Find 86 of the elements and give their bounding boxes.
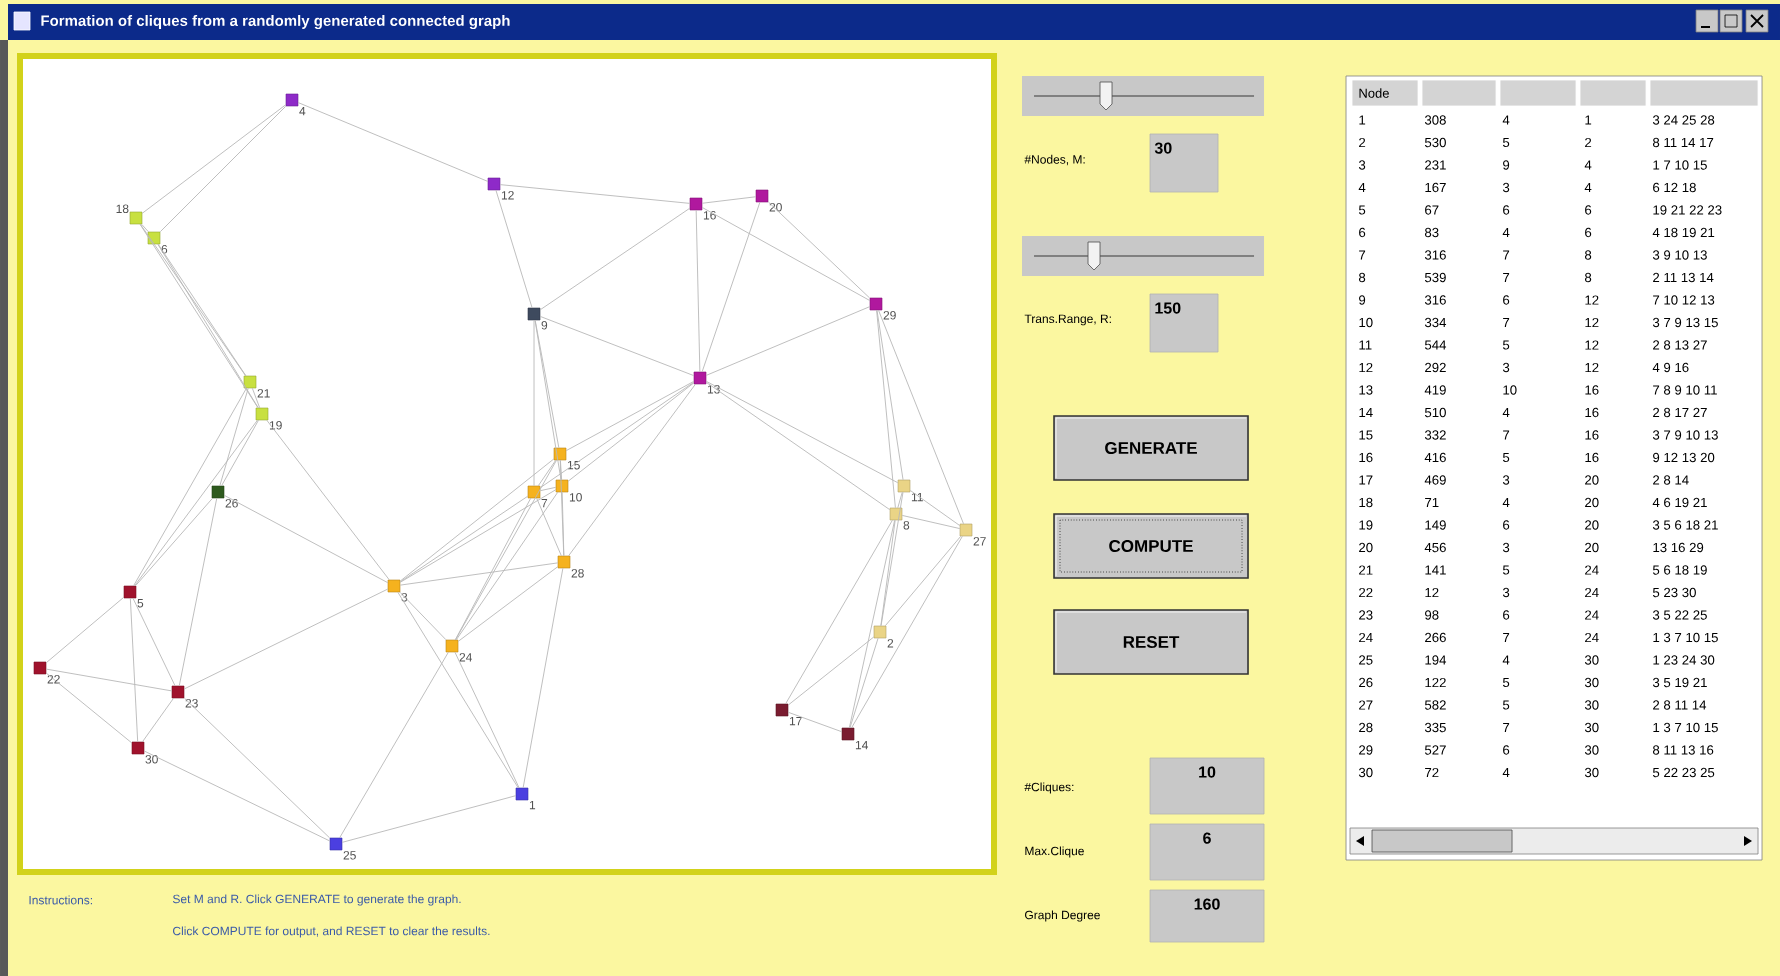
edge-line [141, 223, 149, 233]
edge-line [705, 306, 871, 376]
edge-line [141, 104, 287, 214]
edge-line [909, 490, 961, 526]
edge-line [695, 209, 701, 373]
value-field: 150 [1149, 293, 1219, 353]
edge-line [568, 383, 696, 557]
edge-line [559, 459, 565, 557]
edge-line [143, 750, 331, 842]
edge-line [399, 591, 447, 641]
edge-line [339, 651, 449, 839]
edge-line [157, 243, 247, 377]
edge-line [399, 489, 557, 583]
edge-line [701, 196, 757, 204]
edge-line [848, 519, 896, 729]
edge-line [135, 497, 213, 587]
edge-line [880, 519, 896, 627]
edge-line [132, 597, 176, 687]
edge-line [397, 591, 519, 789]
edge-line [221, 419, 259, 487]
edge-line [534, 319, 560, 449]
edge-line [399, 562, 559, 586]
edge-line [499, 184, 691, 204]
edge-line [705, 381, 891, 511]
edge-line [767, 201, 871, 299]
edge-line [897, 491, 903, 509]
edge-line [139, 223, 247, 377]
edge-line [183, 697, 331, 839]
edge-line [785, 519, 893, 705]
edge-line [495, 189, 533, 309]
edge-line [701, 201, 761, 373]
push-button: COMPUTE [1053, 513, 1249, 579]
edge-line [341, 795, 517, 843]
edge-line [251, 387, 261, 409]
push-button: RESET [1053, 609, 1249, 675]
edge-line [399, 495, 529, 583]
edge-line [539, 316, 695, 377]
edge-line [884, 535, 962, 627]
edge-line [787, 711, 843, 733]
edge-line [539, 207, 691, 311]
value-field: 30 [1149, 133, 1219, 193]
edge-line [159, 105, 287, 233]
edge-line [787, 636, 875, 706]
value-field: 10 [1149, 757, 1265, 815]
edge-line [537, 459, 557, 487]
edge-line [522, 567, 564, 789]
edge-line [455, 459, 557, 641]
edge-line [880, 491, 904, 627]
edge-line [536, 497, 562, 557]
edge-line [134, 419, 258, 587]
edge-line [223, 494, 389, 584]
edge-line [183, 588, 389, 690]
edge-line [539, 381, 695, 489]
edge-line [142, 697, 174, 743]
edge-line [399, 458, 555, 582]
edge-line [45, 668, 173, 692]
edge-line [901, 515, 961, 530]
value-field: 6 [1149, 823, 1265, 881]
edge-line [533, 319, 535, 487]
edge-line [705, 380, 899, 484]
edge-line [851, 535, 963, 729]
edge-line [129, 597, 139, 743]
edge-line [876, 309, 904, 481]
edge-line [878, 309, 964, 525]
edge-line [565, 381, 695, 452]
edge-line [876, 309, 896, 509]
push-button: GENERATE [1053, 415, 1249, 481]
edge-line [45, 672, 133, 744]
edge-line [297, 102, 489, 182]
edge-line [454, 651, 520, 789]
edge-line [849, 637, 879, 729]
edge-line [139, 223, 259, 409]
edge-line [178, 497, 218, 687]
edge-line [157, 243, 259, 409]
edge-line [457, 566, 559, 642]
edge-line [454, 497, 532, 641]
edge-line [567, 382, 695, 482]
edge-line [701, 207, 871, 301]
edge-line [534, 319, 562, 481]
value-field: 160 [1149, 889, 1265, 943]
edge-line [219, 387, 249, 487]
edge-line [133, 387, 247, 587]
edge-line [45, 596, 125, 664]
edge-line [266, 419, 390, 581]
edge-line [539, 486, 557, 492]
edge-line [455, 491, 559, 641]
